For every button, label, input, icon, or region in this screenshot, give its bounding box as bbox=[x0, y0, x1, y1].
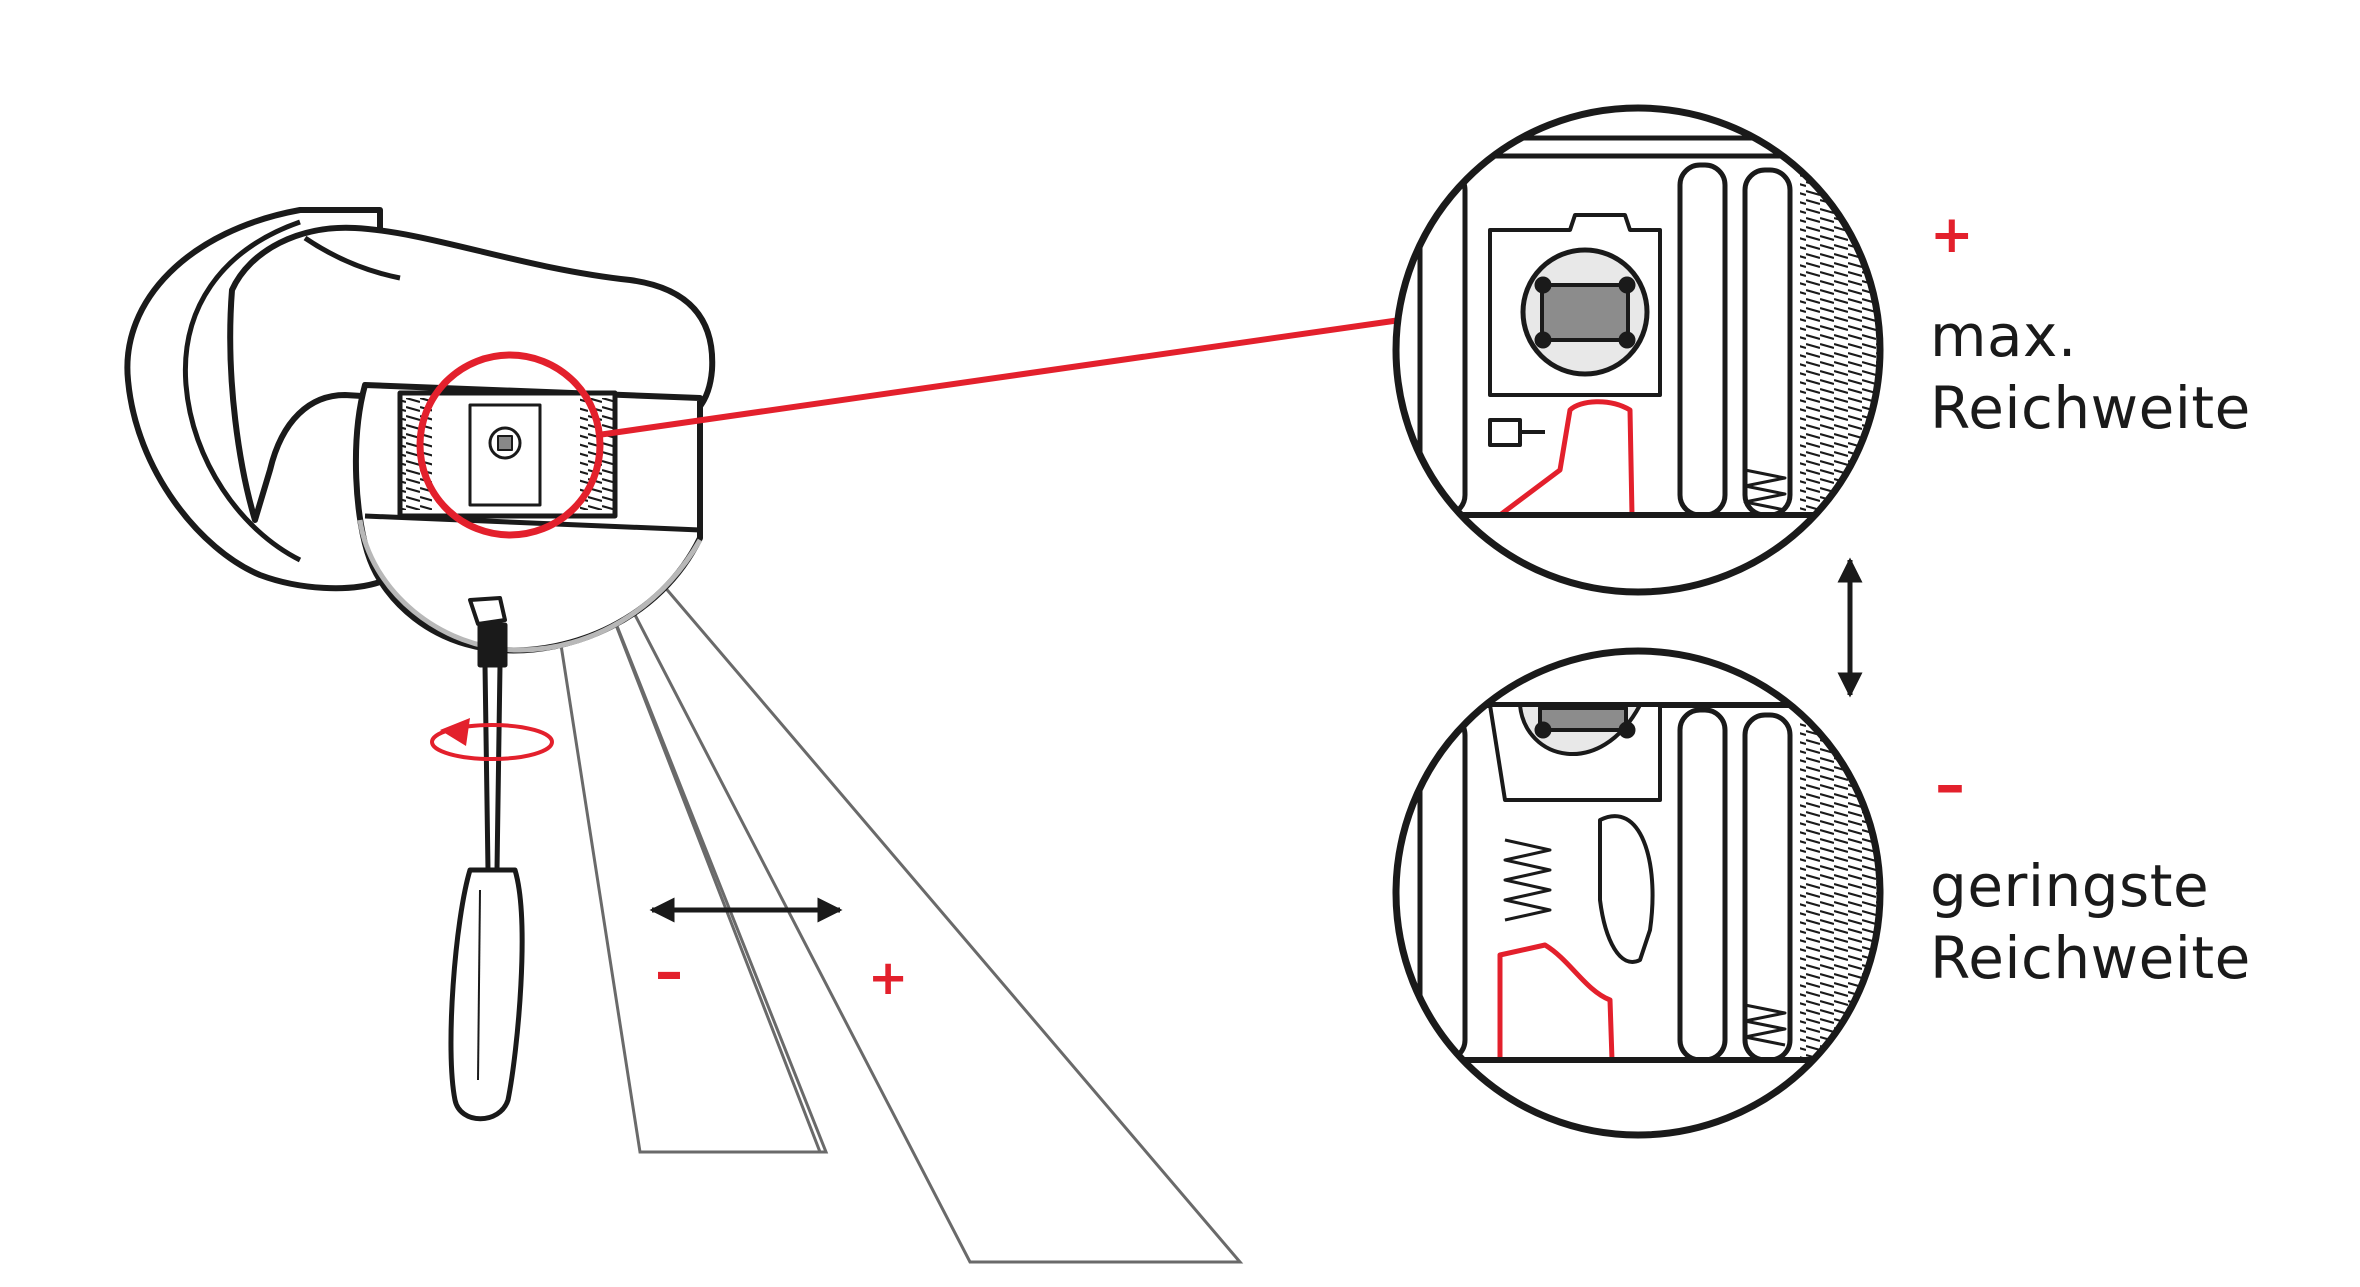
max-range-label-line2: Reichweite bbox=[1930, 374, 2251, 442]
min-range-label-line1: geringste bbox=[1930, 852, 2210, 920]
detail-max-range bbox=[1392, 104, 1884, 596]
range-cam-min bbox=[1497, 942, 1615, 1063]
min-range-label-line2: Reichweite bbox=[1930, 924, 2251, 992]
sensor-hood bbox=[227, 224, 716, 523]
screwdriver bbox=[448, 622, 525, 1122]
min-range-sign: – bbox=[1935, 750, 1965, 820]
rotation-arrow bbox=[430, 718, 554, 761]
beam-short bbox=[533, 469, 829, 1154]
zoom-callout bbox=[416, 317, 1401, 539]
range-cam-max bbox=[1497, 399, 1635, 518]
motion-sensor-illustration bbox=[124, 207, 716, 654]
detail-min-range bbox=[1392, 647, 1884, 1139]
beam-plus-sign: + bbox=[868, 950, 909, 1006]
beam-minus-sign: – bbox=[655, 940, 683, 1005]
screwdriver-handle bbox=[448, 867, 525, 1122]
max-range-label-line1: max. bbox=[1930, 302, 2077, 370]
max-range-sign: + bbox=[1930, 205, 1974, 265]
beam-long bbox=[558, 469, 1244, 1264]
